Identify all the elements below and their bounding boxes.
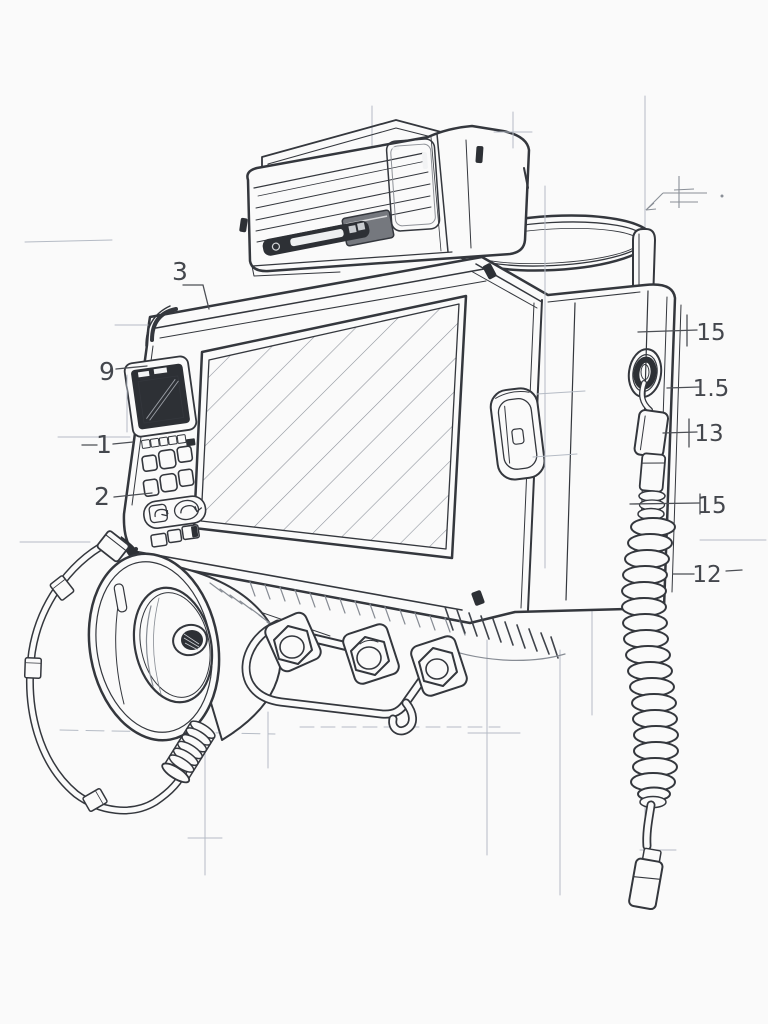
- display-screen: [137, 375, 185, 424]
- leader-line-15b: [629, 502, 700, 505]
- coiled-cable: [621, 517, 679, 911]
- rotate-arrow-icon: [154, 508, 169, 518]
- paddle-drum: [87, 552, 293, 742]
- dimension-arrow: [645, 176, 724, 211]
- status-card: [385, 138, 441, 232]
- cable-end-connector: [628, 847, 664, 911]
- hex-bolt: [418, 647, 458, 687]
- cable-ferrule: [49, 575, 75, 601]
- callout-label-3: 3: [172, 257, 188, 286]
- callout-label-15a: 15: [696, 320, 725, 346]
- mini-key-row: [141, 434, 196, 449]
- bottom-corner-notch: [471, 590, 485, 606]
- callout-label-1-5: 1.5: [693, 376, 730, 402]
- screen-hatch: [201, 304, 459, 549]
- cable-connector-block: [96, 530, 130, 563]
- cable-ferrule: [82, 788, 108, 812]
- underside-shading: [249, 581, 566, 661]
- printer-slot-strip: [262, 220, 370, 256]
- corner-notch: [482, 263, 497, 280]
- callout-label-12: 12: [692, 562, 721, 588]
- leader-line-3: [182, 284, 210, 310]
- display-chip: [137, 370, 150, 378]
- button-row-1: [141, 445, 194, 472]
- hex-bolt: [273, 625, 313, 665]
- screw-icon: [271, 242, 281, 251]
- flange-slot: [113, 583, 128, 613]
- plug-connector: [633, 380, 670, 521]
- mini-display: [123, 355, 198, 438]
- strain-relief: [161, 720, 216, 784]
- rotate-arrow-icon: [180, 504, 203, 514]
- callout-label-2: 2: [94, 482, 110, 511]
- callout-label-9: 9: [99, 357, 115, 386]
- display-chip: [153, 367, 168, 375]
- leader-line-1-5: [666, 386, 700, 389]
- panel-chip: [185, 438, 196, 447]
- left-notch: [239, 217, 248, 233]
- mounting-bracket: [241, 611, 468, 736]
- leader-line-2: [113, 492, 153, 498]
- rotary-button-group: [143, 495, 207, 529]
- callouts: 3 9 1 2 15 1.5 13 15 12: [81, 257, 743, 588]
- hub-center: [181, 630, 203, 650]
- cable-ferrule: [23, 657, 43, 679]
- control-panel: [123, 355, 207, 548]
- callout-label-15b: 15: [697, 493, 726, 519]
- callout-label-13: 13: [694, 421, 723, 447]
- leader-line-1: [112, 441, 134, 445]
- construction-lines-over: [57, 111, 767, 569]
- button-row-2: [142, 468, 195, 498]
- leader-line-9: [115, 365, 148, 370]
- printer-module: [239, 119, 531, 277]
- callout-label-1: 1: [96, 430, 112, 459]
- paper-slot: [290, 229, 344, 247]
- card-slot: [421, 152, 428, 170]
- drum-cone-rim: [132, 586, 214, 704]
- side-slot: [475, 145, 484, 164]
- cable-loop: [23, 530, 188, 815]
- button-row-4: [150, 524, 200, 548]
- side-latch: [489, 387, 546, 481]
- leader-line-13: [662, 431, 698, 434]
- leader-dash: [725, 569, 743, 572]
- hex-bolt: [350, 636, 390, 676]
